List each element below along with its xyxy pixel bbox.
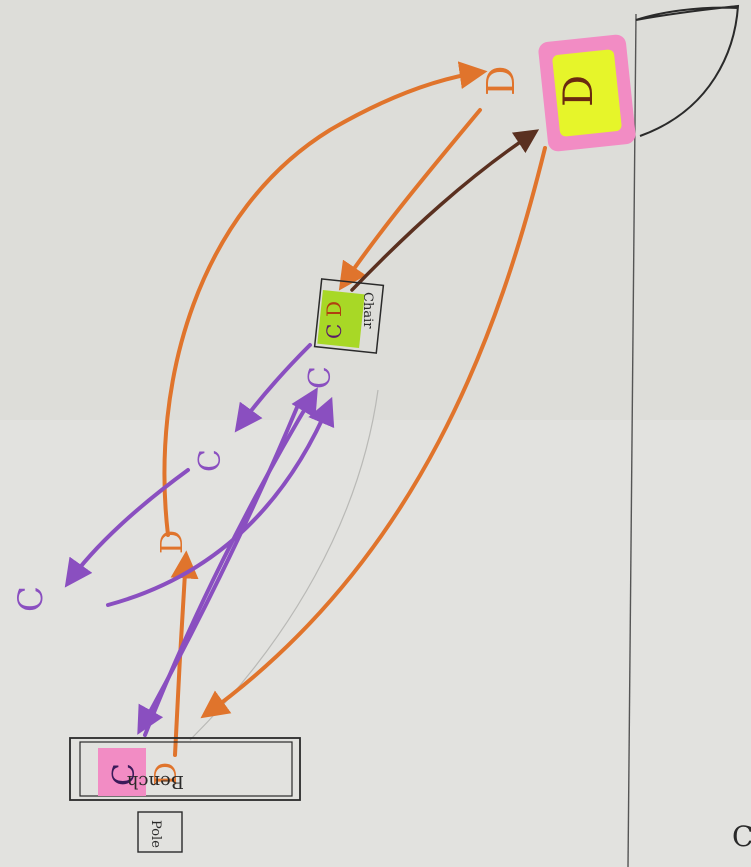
bench-label: Bench [126, 771, 184, 792]
goal-crease-arc [635, 4, 740, 137]
orange-arrow-midD-to-topD [162, 61, 488, 537]
court-sideline [627, 13, 637, 867]
c-left-letter: C [11, 586, 51, 612]
chair-box: Chair D C [313, 278, 385, 354]
purple-arrow-cmid-to-cleft [64, 468, 190, 588]
chair-d: D [322, 301, 346, 317]
chair-label: Chair [360, 292, 375, 329]
bench: C D Bench [69, 737, 301, 801]
purple-arrow-cright-to-bench [137, 403, 300, 735]
c-mid-letter: C [193, 449, 228, 472]
chair-c: C [322, 324, 346, 339]
purple-arrow-chair-to-cmid [234, 343, 312, 433]
paper-shade [0, 0, 751, 420]
bottom-right-fragment: C [732, 820, 751, 853]
bench-c: C [107, 763, 142, 786]
dark-arrow-chair-to-topD [350, 129, 540, 292]
purple-arrow-left-to-cright [106, 396, 335, 607]
orange-arrow-topD-to-bench [200, 146, 547, 719]
d-top-orange: D [479, 66, 523, 96]
d-mid-letter: D [155, 530, 190, 554]
top-d-marker: D [538, 34, 636, 152]
pole-label: Pole [148, 820, 163, 848]
bench-d: D [149, 762, 184, 786]
orange-arrow-topD-to-chair [338, 108, 482, 291]
pole: Pole [137, 811, 183, 853]
top-d-letter: D [556, 75, 602, 107]
c-right-letter: C [303, 366, 338, 389]
